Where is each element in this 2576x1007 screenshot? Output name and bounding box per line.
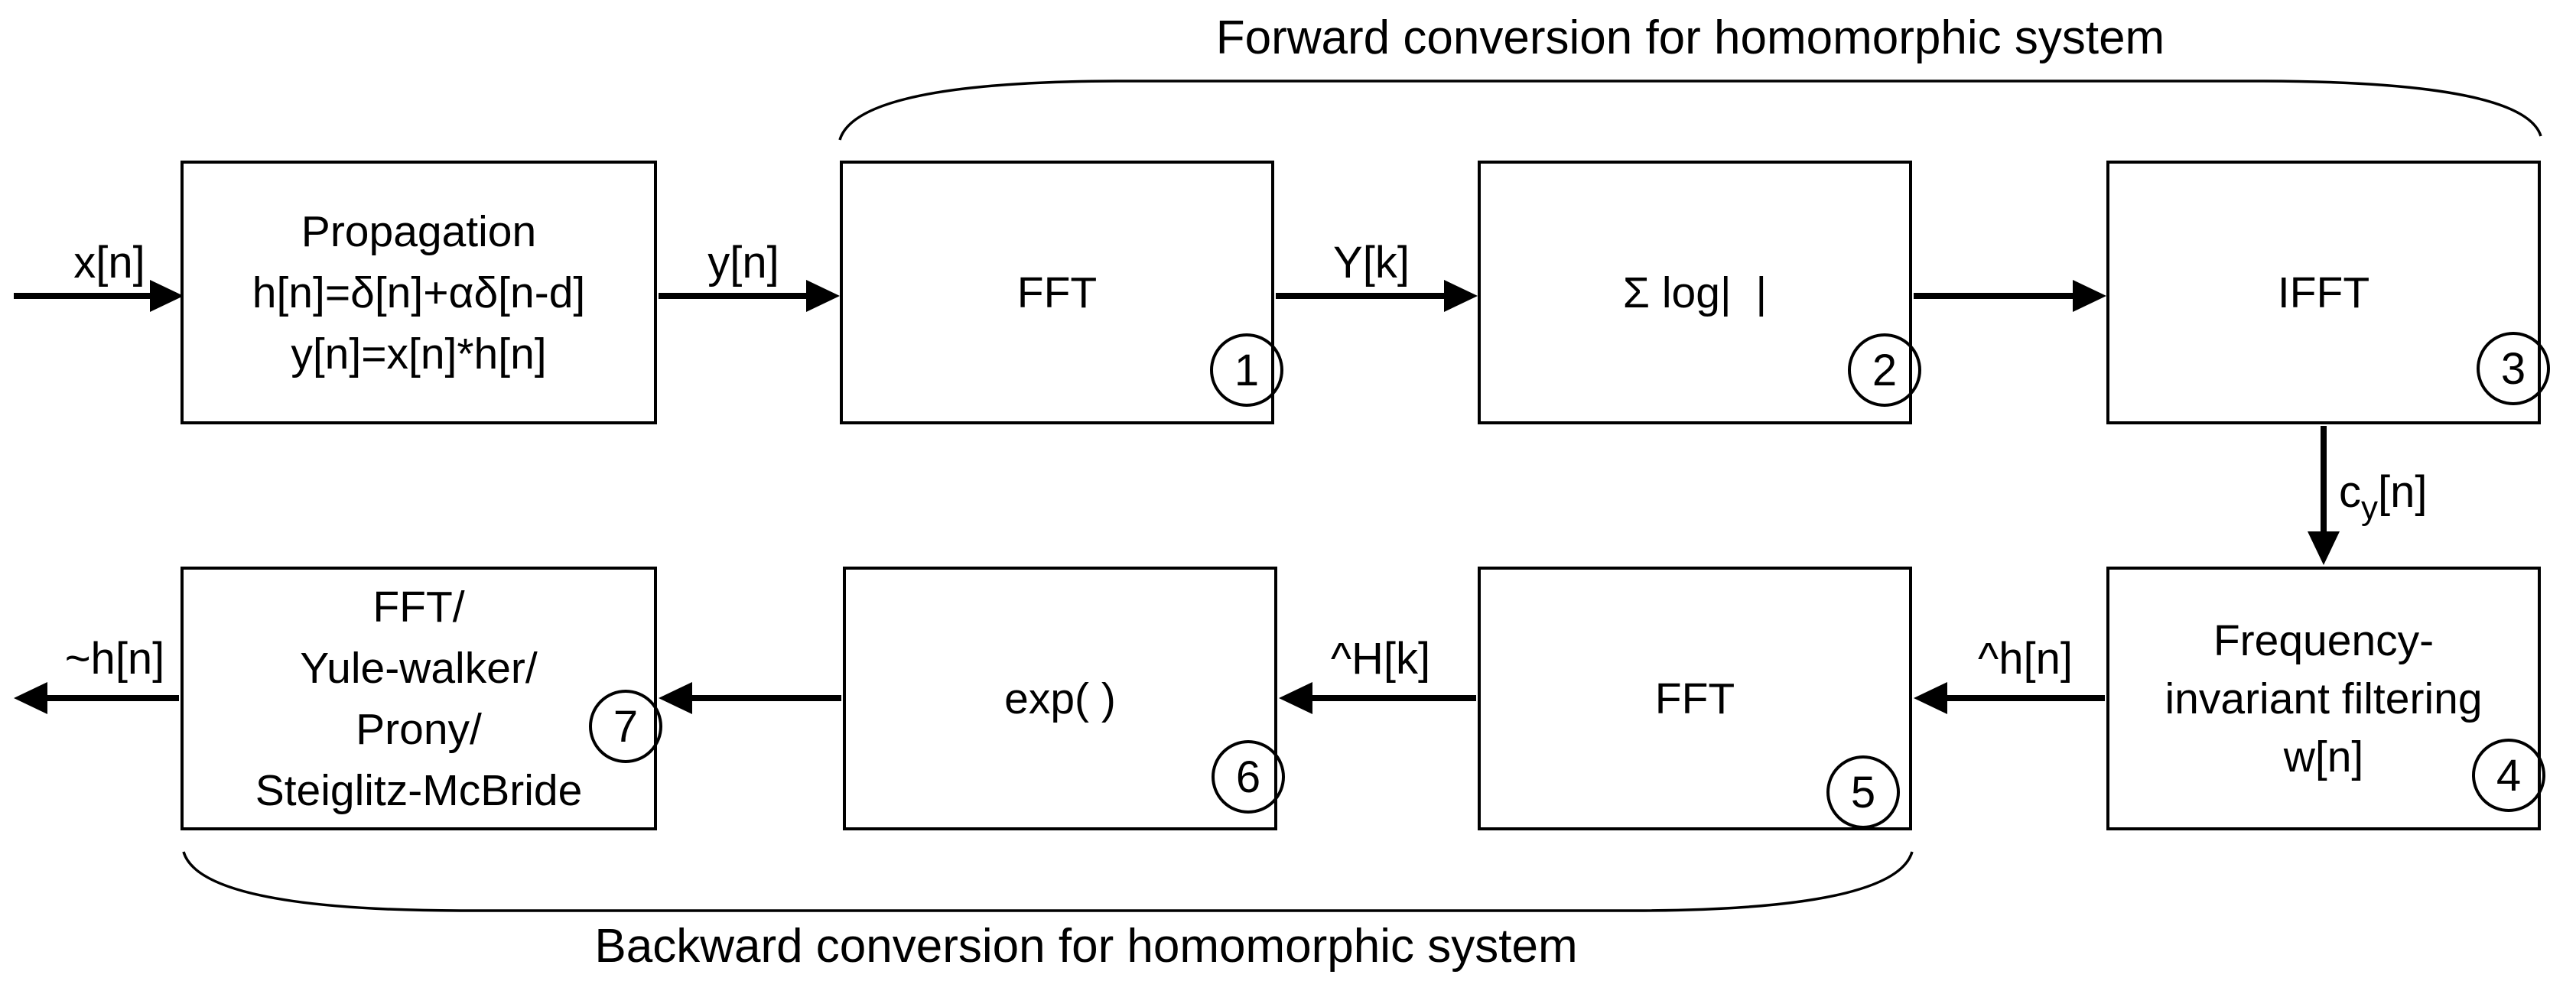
- block-fft-forward-label: FFT: [1016, 268, 1098, 317]
- cepstrum-pre: c: [2339, 467, 2361, 517]
- arrow-fft5-to-exp: [1279, 682, 1476, 714]
- signal-label-cepstrum: cy[n]: [2339, 468, 2568, 533]
- arrow-filtering-to-fft5: [1914, 682, 2105, 714]
- block-exp-label: exp( ): [1004, 674, 1116, 723]
- step-badge-7: 7: [589, 690, 662, 763]
- block-model-fitting: FFT/ Yule-walker/ Prony/ Steiglitz-McBri…: [181, 567, 657, 830]
- step-badge-4: 4: [2472, 739, 2545, 812]
- block-sum-log: Σ log| |: [1478, 161, 1912, 424]
- block-exp: exp( ): [843, 567, 1277, 830]
- step-badge-3: 3: [2477, 332, 2550, 405]
- signal-label-yn: y[n]: [707, 238, 779, 287]
- backward-title: Backward conversion for homomorphic syst…: [594, 920, 1578, 973]
- block-filtering-line: w[n]: [2283, 732, 2364, 781]
- arrow-output: [14, 682, 179, 714]
- forward-brace: [838, 80, 2542, 141]
- block-propagation-line: h[n]=δ[n]+αδ[n-d]: [252, 268, 586, 317]
- block-propagation: Propagation h[n]=δ[n]+αδ[n-d] y[n]=x[n]*…: [181, 161, 657, 424]
- block-fitting-line: Prony/: [356, 704, 482, 754]
- block-sum-log-label: Σ log| |: [1622, 268, 1768, 317]
- block-fft-forward: FFT: [840, 161, 1274, 424]
- step-badge-2: 2: [1848, 333, 1921, 407]
- block-fitting-line: Yule-walker/: [300, 643, 538, 693]
- signal-label-h-hat: ^h[n]: [1978, 634, 2073, 684]
- cepstrum-post: [n]: [2378, 467, 2428, 517]
- block-freq-invariant-filtering: Frequency- invariant filtering w[n]: [2106, 567, 2541, 830]
- block-fitting-line: Steiglitz-McBride: [255, 765, 583, 815]
- step-badge-5: 5: [1826, 755, 1900, 829]
- step-badge-1: 1: [1210, 333, 1283, 407]
- arrow-ifft-to-filtering: [2308, 426, 2340, 565]
- arrow-propagation-to-fft: [659, 280, 840, 312]
- arrow-sumlog-to-ifft: [1914, 280, 2106, 312]
- block-filtering-line: Frequency-: [2213, 616, 2435, 665]
- block-propagation-line: Propagation: [301, 206, 537, 256]
- arrow-input: [14, 280, 184, 312]
- block-ifft-label: IFFT: [2277, 268, 2370, 317]
- step-badge-6: 6: [1212, 740, 1285, 814]
- backward-brace: [182, 851, 1914, 912]
- arrow-exp-to-fitting: [659, 682, 841, 714]
- signal-label-H-hat: ^H[k]: [1330, 634, 1431, 684]
- block-filtering-line: invariant filtering: [2165, 674, 2483, 723]
- arrow-fft-to-sumlog: [1276, 280, 1478, 312]
- block-propagation-line: y[n]=x[n]*h[n]: [291, 329, 547, 378]
- block-fft-backward-label: FFT: [1654, 674, 1735, 723]
- forward-title: Forward conversion for homomorphic syste…: [1215, 11, 2165, 64]
- block-fitting-line: FFT/: [372, 582, 465, 632]
- signal-label-Yk: Y[k]: [1333, 238, 1410, 287]
- cepstrum-subscript: y: [2361, 489, 2378, 527]
- signal-label-input: x[n]: [73, 238, 145, 287]
- signal-label-output: ~h[n]: [64, 634, 165, 684]
- block-ifft: IFFT: [2106, 161, 2541, 424]
